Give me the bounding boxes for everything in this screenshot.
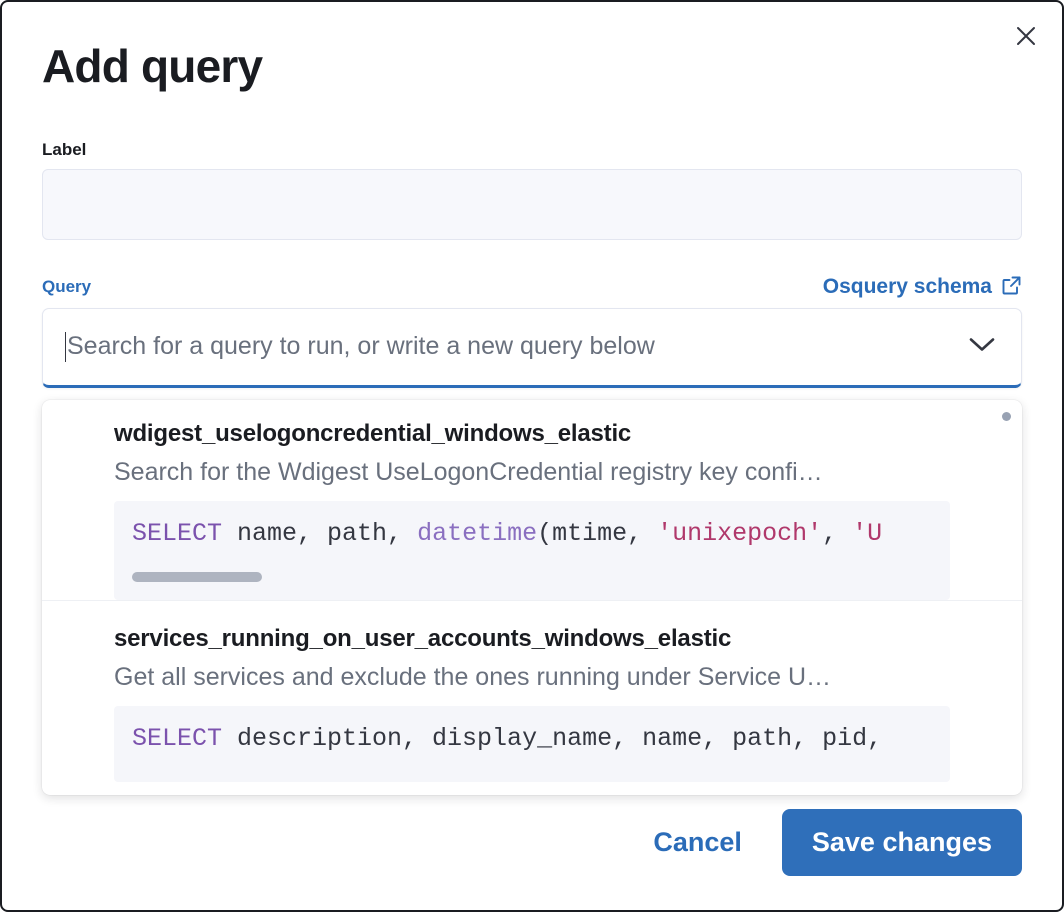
option-description: Get all services and exclude the ones ru…	[114, 663, 832, 692]
query-combobox[interactable]: Search for a query to run, or write a ne…	[42, 307, 1022, 388]
query-combobox-placeholder: Search for a query to run, or write a ne…	[67, 332, 655, 361]
list-item[interactable]: wdigest_uselogoncredential_windows_elast…	[42, 400, 1022, 601]
modal-body: Label Query Osquery schema Search for a …	[2, 92, 1062, 795]
save-changes-button[interactable]: Save changes	[781, 809, 1022, 876]
query-combobox-wrapper: Search for a query to run, or write a ne…	[42, 307, 1022, 795]
osquery-schema-link[interactable]: Osquery schema	[823, 275, 1022, 299]
code-line: SELECT name, path, datetime(mtime, 'unix…	[132, 518, 883, 548]
option-title: wdigest_uselogoncredential_windows_elast…	[114, 419, 632, 447]
dropdown-scrollbar[interactable]	[1002, 411, 1011, 421]
query-field-header: Query Osquery schema	[42, 275, 1022, 299]
option-code-block: SELECT description, display_name, name, …	[114, 706, 950, 783]
option-title: services_running_on_user_accounts_window…	[114, 625, 732, 653]
close-icon	[1015, 25, 1037, 47]
label-input[interactable]	[42, 168, 1022, 240]
query-options-dropdown[interactable]: wdigest_uselogoncredential_windows_elast…	[42, 399, 1022, 795]
option-code-block: SELECT name, path, datetime(mtime, 'unix…	[114, 500, 950, 601]
query-field-label: Query	[42, 276, 92, 296]
code-line: SELECT description, display_name, name, …	[132, 724, 883, 754]
modal-header: Add query	[2, 2, 1062, 92]
osquery-schema-link-label: Osquery schema	[822, 274, 992, 298]
code-horizontal-scrollbar[interactable]	[132, 572, 262, 583]
list-item[interactable]: services_running_on_user_accounts_window…	[42, 600, 1022, 783]
page-title: Add query	[42, 40, 263, 92]
label-field-label: Label	[42, 139, 87, 159]
text-cursor	[65, 331, 66, 362]
option-description: Search for the Wdigest UseLogonCredentia…	[114, 457, 823, 486]
cancel-button[interactable]: Cancel	[631, 815, 764, 870]
chevron-down-icon[interactable]	[967, 335, 997, 358]
code-block-spacer	[114, 756, 950, 782]
modal-footer: Cancel Save changes	[2, 809, 1062, 876]
close-button[interactable]	[1006, 16, 1046, 56]
external-link-icon	[1001, 275, 1022, 298]
